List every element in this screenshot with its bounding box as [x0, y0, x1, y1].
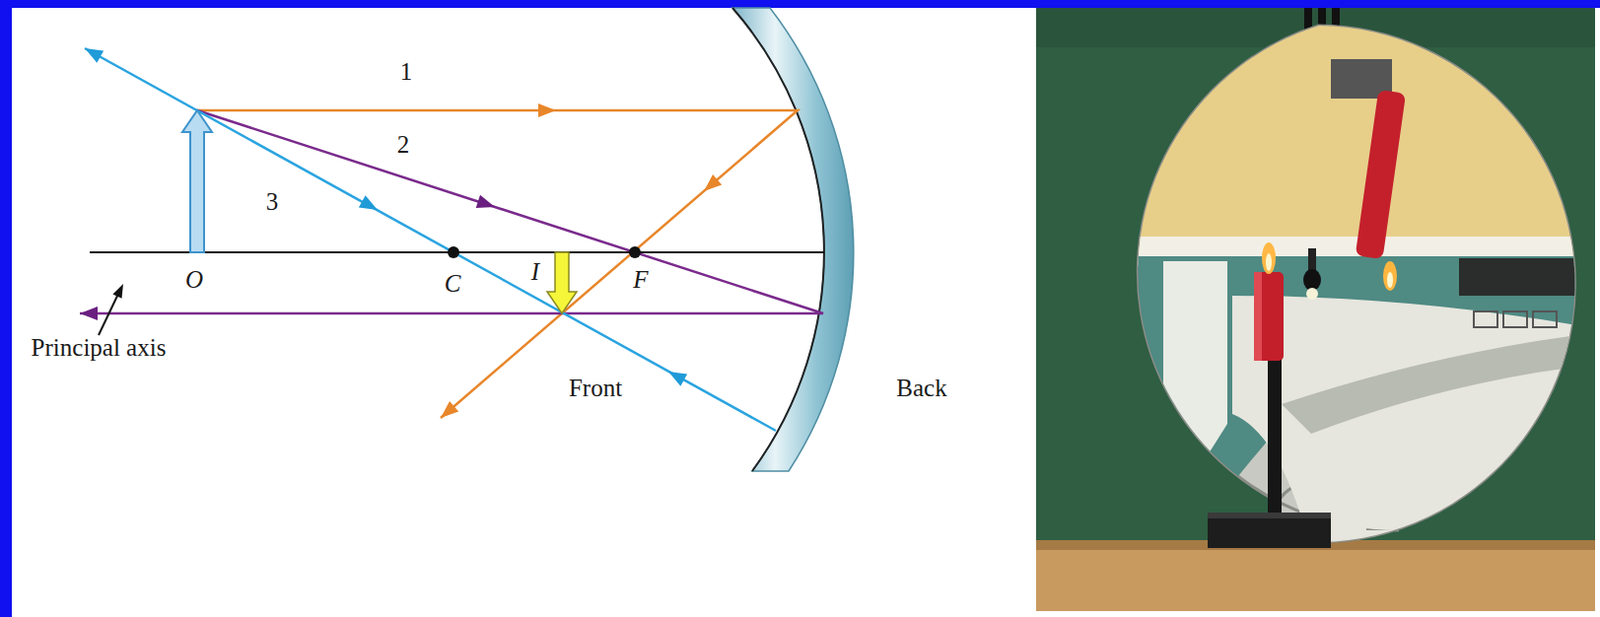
- side-label: Front: [568, 375, 623, 401]
- point-label: I: [531, 259, 540, 284]
- axis-label: Principal axis: [31, 335, 167, 360]
- side-label: Back: [896, 375, 947, 401]
- ray-number: 1: [400, 59, 414, 84]
- point-label: O: [185, 267, 204, 292]
- point-label: F: [632, 267, 648, 292]
- ray-number: 3: [266, 189, 279, 214]
- point-label: C: [444, 271, 462, 296]
- ray-number: 2: [397, 132, 411, 157]
